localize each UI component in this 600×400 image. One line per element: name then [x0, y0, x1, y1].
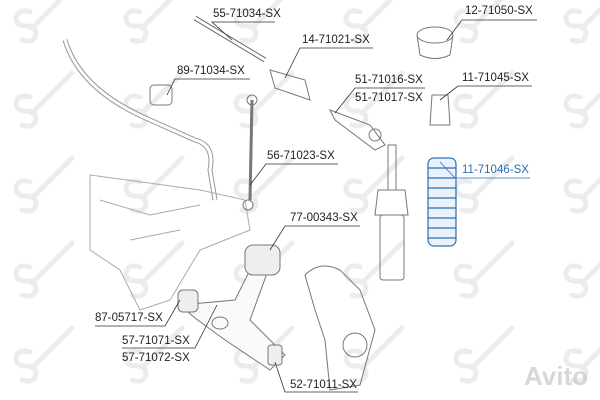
watermark-mark: [343, 0, 394, 44]
part-label-ball-joint: 52-71011-SX: [290, 379, 357, 391]
watermark-mark: [13, 155, 75, 214]
tie-rod-end: [328, 109, 386, 151]
watermark-mark: [563, 261, 600, 299]
part-label-control-arm-right: 57-71072-SX: [122, 352, 190, 364]
watermark-mark: [563, 176, 600, 214]
watermark-mark: [233, 0, 284, 44]
control-arm-bushing-rear: [244, 244, 281, 276]
leader-lines: [95, 19, 537, 393]
part-label-bump-stop: 11-71045-SX: [462, 72, 529, 84]
stabilizer-link: [248, 99, 254, 201]
stabilizer-bar: [62, 39, 218, 201]
part-label-tie-rod-end-right: 51-71017-SX: [355, 92, 423, 104]
watermark-mark: [13, 70, 75, 129]
watermark-mark: [233, 155, 295, 214]
part-label-tie-rod: 55-71034-SX: [213, 8, 281, 20]
watermark-mark: [453, 70, 515, 129]
bump-stop: [429, 94, 451, 126]
watermark-mark: [563, 346, 600, 384]
watermark-mark: [123, 240, 185, 299]
stabilizer-bushing: [149, 84, 173, 106]
watermark-mark: [343, 70, 405, 129]
watermark-mark: [123, 155, 185, 214]
part-label-steering-boot: 14-71021-SX: [302, 34, 370, 46]
watermark-mark: [453, 240, 515, 299]
lower-control-arm: [178, 259, 286, 371]
part-label-stabilizer-bushing: 89-71034-SX: [177, 65, 245, 77]
part-label-control-arm-left: 57-71071-SX: [122, 335, 190, 347]
watermark-mark: [13, 325, 75, 384]
part-label-strut-top-mount: 12-71050-SX: [465, 5, 533, 17]
avito-logo: Avito: [523, 361, 588, 391]
part-label-tie-rod-end-left: 51-71016-SX: [355, 74, 423, 86]
watermark-mark: [233, 70, 295, 129]
shock-absorber: [374, 144, 409, 281]
watermark-mark: [343, 325, 405, 384]
control-arm-bushing-front: [177, 289, 199, 313]
ball-joint: [267, 344, 283, 366]
steering-knuckle: [304, 265, 376, 391]
part-label-control-arm-bushing-rear: 77-00343-SX: [290, 212, 358, 224]
strut-top-mount: [416, 26, 454, 44]
part-label-spring-boot: 11-71046-SX: [462, 164, 529, 176]
watermark-mark: [453, 325, 515, 384]
watermark-mark: [343, 240, 405, 299]
watermark-mark: [453, 0, 504, 44]
watermark-mark: [563, 91, 600, 129]
watermark-mark: [123, 0, 174, 44]
watermark-mark: [563, 6, 600, 44]
part-label-stabilizer-link: 56-71023-SX: [267, 150, 335, 162]
watermark-mark: [13, 240, 75, 299]
steering-boot: [269, 69, 311, 101]
watermark-mark: [13, 0, 64, 44]
part-label-control-arm-bushing-front: 87-05717-SX: [95, 312, 163, 324]
watermark-mark: [343, 155, 405, 214]
spring-boot: [427, 157, 457, 247]
subframe: [89, 174, 251, 311]
